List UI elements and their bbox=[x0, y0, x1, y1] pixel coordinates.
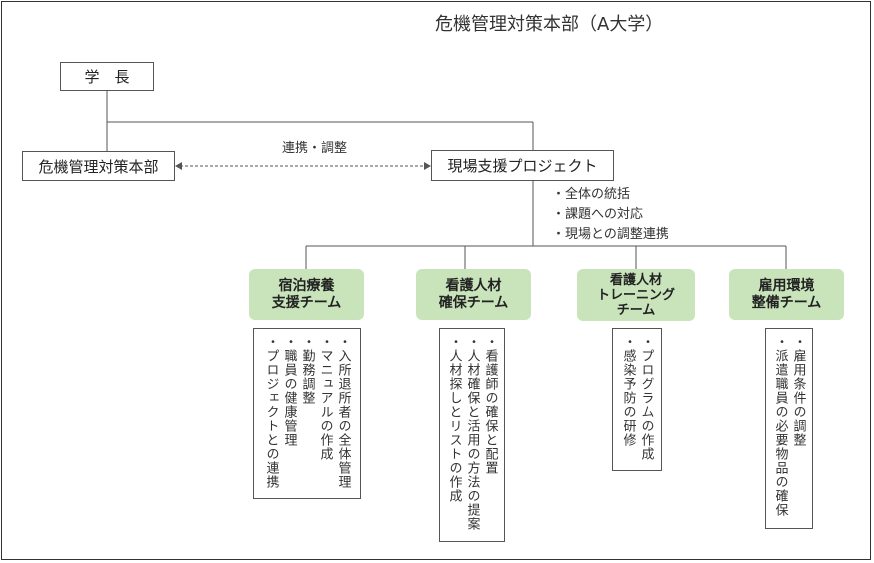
team-name-line: 宿泊療養 bbox=[278, 277, 335, 294]
arrow-head-left bbox=[175, 162, 182, 170]
task-item: ・感染予防の研修 bbox=[620, 335, 636, 447]
task-item: ・プロジェクトとの連携 bbox=[263, 335, 279, 489]
task-item: ・入所退所者の全体管理 bbox=[335, 335, 351, 489]
task-item: ・人材探しとリストの作成 bbox=[446, 335, 462, 503]
team-name-line: 確保チーム bbox=[438, 294, 509, 311]
president-label: 学 長 bbox=[84, 68, 130, 86]
hq-label: 危機管理対策本部 bbox=[38, 157, 159, 176]
president-box: 学 長 bbox=[60, 62, 154, 91]
task-item: ・プログラムの作成 bbox=[638, 335, 654, 461]
team-name-line: 雇用環境 bbox=[758, 277, 815, 294]
task-item: ・雇用条件の調整 bbox=[790, 335, 806, 447]
project-box: 現場支援プロジェクト bbox=[431, 150, 614, 181]
task-box-employment-environment: ・雇用条件の調整 ・派遣職員の必要物品の確保 bbox=[765, 328, 813, 529]
task-item: ・看護師の確保と配置 bbox=[482, 335, 498, 475]
project-duty: ・全体の統括 bbox=[552, 187, 631, 202]
task-item: ・勤務調整 bbox=[299, 335, 315, 405]
team-box-lodging-support: 宿泊療養 支援チーム bbox=[249, 269, 364, 320]
task-item: ・職員の健康管理 bbox=[281, 335, 297, 447]
page-title: 危機管理対策本部（A大学） bbox=[435, 14, 664, 35]
task-item: ・人材確保と活用の方法の提案 bbox=[464, 335, 480, 531]
link-label: 連携・調整 bbox=[282, 141, 348, 156]
team-box-nurse-recruitment: 看護人材 確保チーム bbox=[416, 269, 531, 320]
task-item: ・派遣職員の必要物品の確保 bbox=[772, 335, 788, 517]
team-name-line: 支援チーム bbox=[271, 294, 342, 311]
team-name-line: 看護人材 bbox=[445, 277, 502, 294]
team-box-employment-environment: 雇用環境 整備チーム bbox=[729, 269, 844, 320]
task-item: ・マニュアルの作成 bbox=[317, 335, 333, 461]
project-duty: ・現場との調整連携 bbox=[552, 227, 669, 242]
project-label: 現場支援プロジェクト bbox=[447, 157, 598, 175]
team-name-line: 整備チーム bbox=[751, 294, 822, 311]
team-box-nurse-training: 看護人材 トレーニング チーム bbox=[577, 269, 695, 321]
task-box-nurse-recruitment: ・看護師の確保と配置 ・人材確保と活用の方法の提案 ・人材探しとリストの作成 bbox=[439, 328, 505, 542]
team-name-line: 看護人材 bbox=[609, 272, 662, 288]
task-box-nurse-training: ・プログラムの作成 ・感染予防の研修 bbox=[612, 328, 662, 471]
task-box-lodging-support: ・入所退所者の全体管理 ・マニュアルの作成 ・勤務調整 ・職員の健康管理 ・プロ… bbox=[253, 328, 361, 499]
team-name-line: チーム bbox=[616, 302, 656, 318]
arrow-head-right bbox=[424, 162, 431, 170]
team-name-line: トレーニング bbox=[596, 287, 675, 303]
project-duty: ・課題への対応 bbox=[552, 207, 644, 222]
hq-box: 危機管理対策本部 bbox=[22, 151, 175, 181]
